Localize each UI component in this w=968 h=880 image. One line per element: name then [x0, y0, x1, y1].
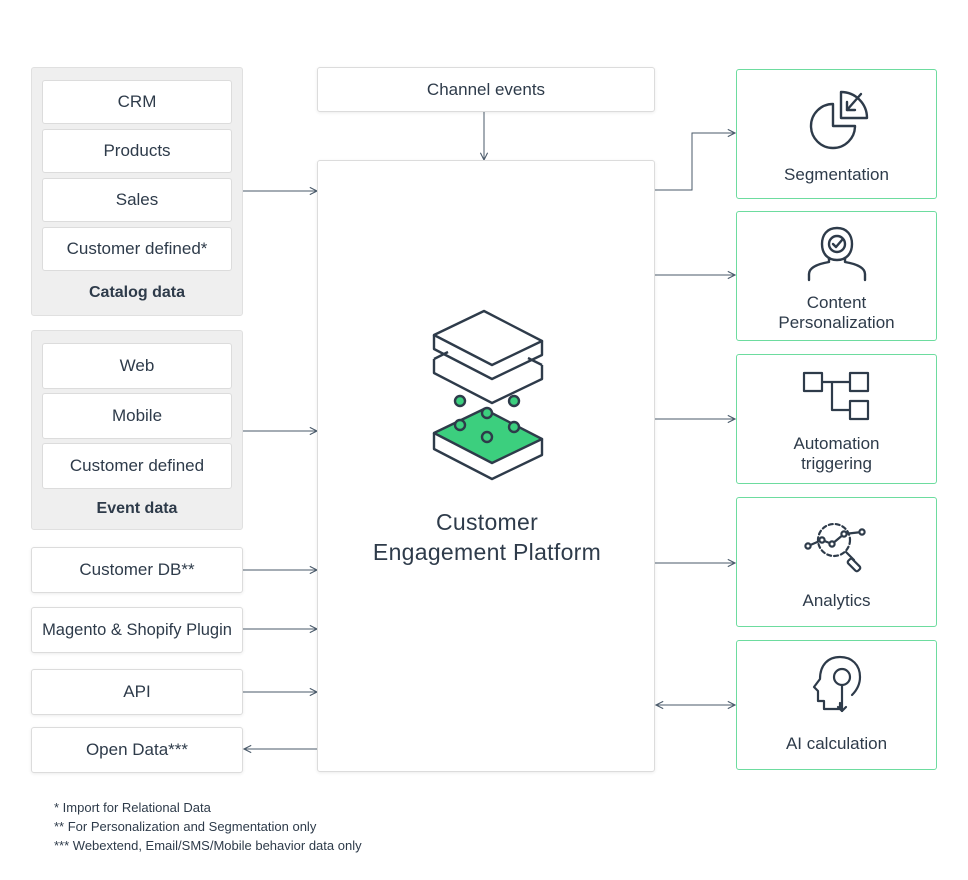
output-ai: AI calculation	[736, 640, 937, 770]
catalog-item-sales: Sales	[42, 178, 232, 222]
source-customer-db: Customer DB**	[31, 547, 243, 593]
automation-label-line2: triggering	[801, 454, 872, 473]
event-data-group: Web Mobile Customer defined Event data	[31, 330, 243, 530]
personalization-label-line1: Content	[806, 293, 867, 312]
output-personalization: Content Personalization	[736, 211, 937, 341]
event-data-title: Event data	[96, 500, 178, 517]
channel-events-box: Channel events	[317, 67, 655, 112]
footnote-3: *** Webextend, Email/SMS/Mobile behavior…	[54, 838, 362, 853]
platform-box: Customer Engagement Platform	[317, 160, 655, 772]
automation-label-line1: Automation	[793, 434, 880, 453]
platform-title-line1: Customer	[435, 509, 539, 535]
source-api: API	[31, 669, 243, 715]
analytics-magnifier-icon	[803, 522, 866, 573]
ai-label: AI calculation	[785, 734, 888, 753]
source-plugin: Magento & Shopify Plugin	[31, 607, 243, 653]
footnotes: * Import for Relational Data ** For Pers…	[54, 798, 554, 855]
segmentation-label: Segmentation	[784, 165, 889, 184]
event-item-mobile: Mobile	[42, 393, 232, 439]
source-open-data: Open Data***	[31, 727, 243, 773]
output-analytics: Analytics	[736, 497, 937, 627]
event-item-web: Web	[42, 343, 232, 389]
platform-layers-icon	[432, 309, 544, 481]
footnote-2: ** For Personalization and Segmentation …	[54, 819, 317, 834]
catalog-item-customer-defined: Customer defined*	[42, 227, 232, 271]
platform-title-line2: Engagement Platform	[372, 539, 602, 565]
personalization-label-line2: Personalization	[778, 313, 895, 332]
catalog-data-group: CRM Products Sales Customer defined* Cat…	[31, 67, 243, 316]
catalog-item-products: Products	[42, 129, 232, 173]
output-automation: Automation triggering	[736, 354, 937, 484]
event-item-customer-defined: Customer defined	[42, 443, 232, 489]
segmentation-pie-icon	[809, 90, 868, 150]
catalog-item-crm: CRM	[42, 80, 232, 124]
arrow-platform-to-segmentation	[655, 133, 735, 191]
person-check-icon	[807, 226, 866, 282]
ai-head-icon	[812, 655, 861, 713]
analytics-label: Analytics	[802, 591, 871, 610]
footnote-1: * Import for Relational Data	[54, 800, 211, 815]
catalog-data-title: Catalog data	[88, 284, 185, 301]
output-segmentation: Segmentation	[736, 69, 937, 199]
flowchart-icon	[802, 371, 869, 421]
